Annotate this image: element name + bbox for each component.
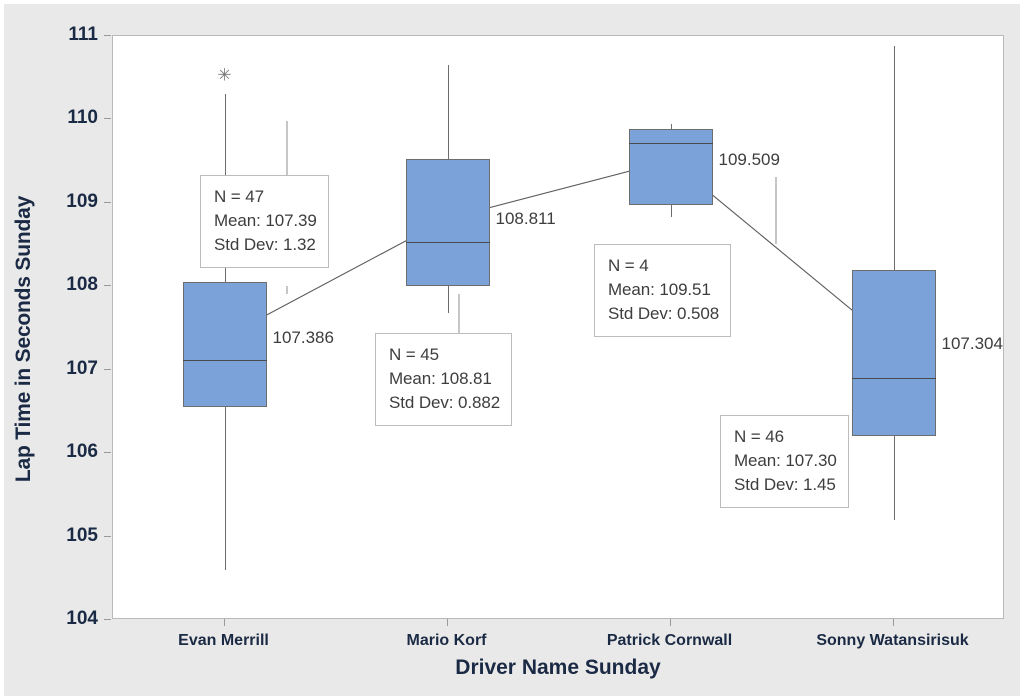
x-axis-tick-mark xyxy=(669,619,671,626)
x-axis-tick-mark xyxy=(223,619,225,626)
boxplot-median-line xyxy=(628,142,713,144)
boxplot-box[interactable] xyxy=(628,129,713,206)
y-axis-tick-label: 109 xyxy=(66,190,98,212)
mean-value-label: 108.811 xyxy=(495,208,556,228)
boxplot-group[interactable] xyxy=(113,36,1003,618)
callout-mean: Mean: 108.81 xyxy=(389,369,492,389)
boxplot-median-line xyxy=(851,378,936,380)
callout-sample-size: N = 4 xyxy=(608,256,649,275)
y-axis-tick-mark xyxy=(104,619,111,620)
callout-std-dev: Std Dev: 0.882 xyxy=(389,393,501,413)
boxplot-box[interactable] xyxy=(851,269,936,437)
plot-frame: ✳ 107.386 108.811 109.509 107.304 N = 47 Mea… xyxy=(112,35,1004,619)
boxplot-lower-whisker xyxy=(447,286,449,313)
boxplot-lower-whisker xyxy=(670,205,672,218)
boxplot-median-line xyxy=(182,359,267,361)
boxplot-box[interactable] xyxy=(182,282,267,408)
boxplot-median-line xyxy=(405,242,490,244)
x-axis-tick-label: Patrick Cornwall xyxy=(606,632,733,649)
x-axis-tick-label: Mario Korf xyxy=(406,632,487,649)
x-axis-title: Driver Name Sunday xyxy=(455,656,661,679)
mean-value-label: 107.386 xyxy=(272,327,334,347)
boxplot-upper-whisker xyxy=(893,46,895,270)
x-axis-tick-label: Evan Merrill xyxy=(178,632,269,649)
callout-sample-size: N = 46 xyxy=(734,427,784,446)
callout-mean: Mean: 107.30 xyxy=(734,451,837,471)
boxplot-group[interactable] xyxy=(113,36,1003,618)
y-axis-tick-mark xyxy=(104,535,111,537)
y-axis-tick-mark xyxy=(104,35,111,36)
y-axis-tick-mark xyxy=(104,118,111,120)
callout-std-dev: Std Dev: 0.508 xyxy=(608,304,720,324)
boxplot-lower-whisker xyxy=(224,407,226,570)
y-axis-tick-label: 108 xyxy=(66,274,98,296)
y-axis-tick-mark xyxy=(104,201,111,203)
boxplot-upper-whisker xyxy=(670,123,672,130)
x-axis-tick-mark xyxy=(892,619,894,626)
boxplot-lower-whisker xyxy=(893,436,895,520)
y-axis-tick-mark xyxy=(104,285,111,287)
x-axis-tick-mark xyxy=(446,619,448,626)
boxplot-box[interactable] xyxy=(405,159,490,287)
y-axis-tick-label: 104 xyxy=(66,608,98,629)
callout-sample-size: N = 45 xyxy=(389,345,439,364)
x-axis-tick-label: Sonny Watansirisuk xyxy=(816,632,969,649)
plot-area: ✳ 107.386 108.811 109.509 107.304 N = 47 Mea… xyxy=(113,36,1003,618)
callout-std-dev: Std Dev: 1.45 xyxy=(734,475,836,495)
y-axis-tick-mark xyxy=(104,368,111,370)
mean-value-label: 109.509 xyxy=(718,150,780,170)
callout-mean: Mean: 109.51 xyxy=(608,280,711,300)
mean-value-label: 107.304 xyxy=(941,334,1003,354)
y-axis-tick-label: 110 xyxy=(67,107,98,129)
callout-mean: Mean: 107.39 xyxy=(214,211,317,231)
boxplot-outlier-marker: ✳ xyxy=(217,65,232,85)
boxplot-upper-whisker xyxy=(447,65,449,160)
y-axis-tick-label: 111 xyxy=(68,24,98,45)
callout-std-dev: Std Dev: 1.32 xyxy=(214,235,316,255)
y-axis-tick-label: 105 xyxy=(66,524,98,546)
boxplot-group[interactable] xyxy=(113,36,1003,618)
boxplot-group[interactable]: ✳ xyxy=(113,36,1003,618)
callout-sample-size: N = 47 xyxy=(214,187,264,206)
y-axis-tick-label: 107 xyxy=(66,357,98,379)
y-axis-tick-mark xyxy=(104,452,111,454)
y-axis-tick-label: 106 xyxy=(66,441,98,463)
